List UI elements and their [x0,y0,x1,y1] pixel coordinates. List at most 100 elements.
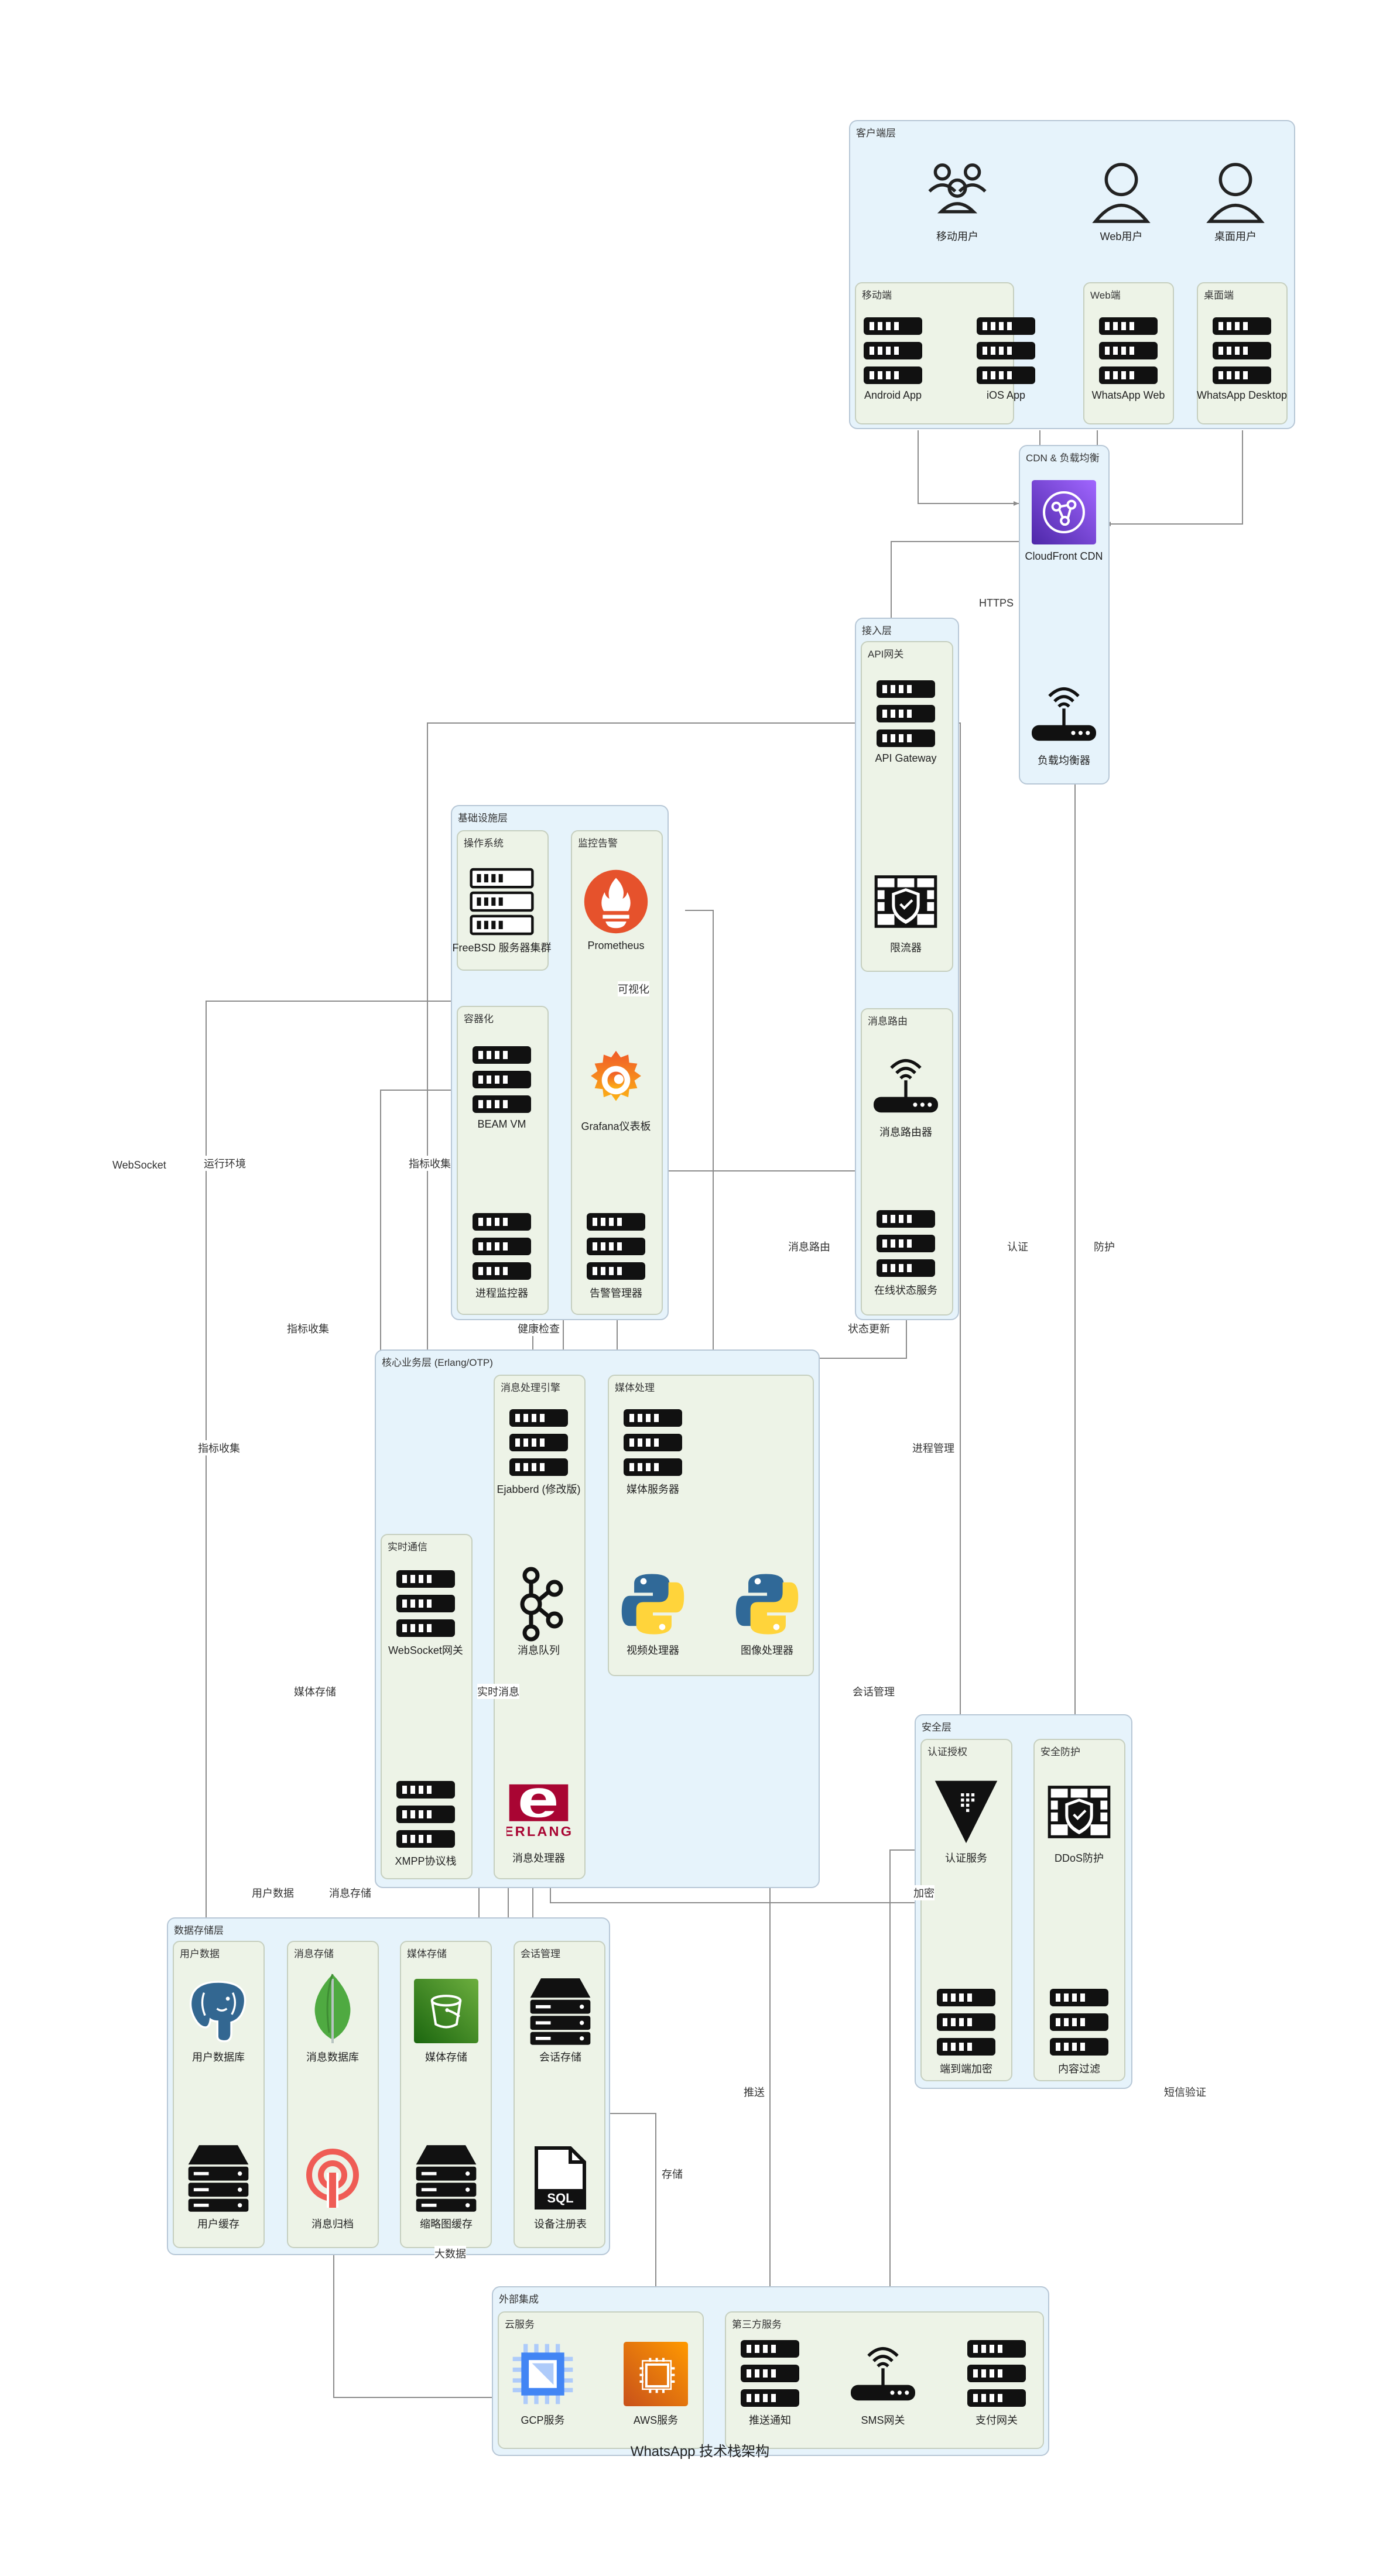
edge-archive-gcp [333,2213,504,2400]
node-label: 桌面用户 [1214,231,1257,242]
node-e2e: 端到端加密 [913,1989,1019,2076]
edge-label-encrypt: 加密 [913,1885,935,1900]
group-access-label: 接入层 [862,625,892,636]
group-msg-route-label: 消息路由 [868,1016,908,1027]
node-label: 推送通知 [749,2414,791,2426]
node-label: 消息队列 [518,1645,560,1656]
edge-label-storage: 存储 [662,2166,683,2181]
server-rack-icon [621,1409,685,1476]
node-label: 支付网关 [975,2414,1018,2426]
node-video-proc: 视频处理器 [600,1572,706,1657]
group-msg-store-label: 消息存储 [294,1948,334,1960]
node-beam: BEAM VM [449,1046,554,1131]
group-desktop-label: 桌面端 [1204,290,1234,301]
group-security-label: 安全层 [922,1722,951,1733]
group-media-store-label: 媒体存储 [407,1948,447,1960]
server-rack-icon [974,317,1038,384]
node-wa-desktop: WhatsApp Desktop [1189,317,1295,402]
edge-label-user-data: 用户数据 [252,1885,294,1900]
node-label: 视频处理器 [627,1645,679,1656]
server-rack-icon [470,1046,534,1113]
group-auth-label: 认证授权 [927,1746,967,1758]
edge-android-cdn [918,430,1019,506]
node-ddos: DDoS防护 [1026,1780,1132,1865]
node-grafana: Grafana仪表板 [563,1048,669,1133]
router-icon [1032,682,1096,746]
group-third-label: 第三方服务 [732,2319,782,2330]
aws-ec2-icon [624,2342,688,2406]
node-alert-mgr: 告警管理器 [563,1213,669,1300]
group-external-label: 外部集成 [499,2294,539,2305]
node-label: AWS服务 [633,2414,679,2426]
group-mobile-label: 移动端 [862,290,892,301]
server-rack-icon [1210,317,1274,384]
edge-wadesktop-cdn [1105,430,1243,526]
node-user-db: 用户数据库 [166,1979,271,2064]
node-label: 消息处理器 [512,1852,565,1864]
group-cdn-label: CDN & 负载均衡 [1026,453,1100,464]
node-label: DDoS防护 [1054,1852,1104,1864]
node-label: 消息归档 [312,2218,354,2230]
node-label: 消息数据库 [306,2051,359,2063]
node-msg-router: 消息路由器 [853,1054,959,1139]
node-label: Web用户 [1100,231,1143,242]
router-icon [851,2342,915,2406]
server-rack-icon [393,1781,458,1848]
edge-label-msg-storage: 消息存储 [329,1885,371,1900]
group-web-label: Web端 [1090,290,1121,301]
edge-label-process-mgmt: 进程管理 [912,1440,954,1455]
node-label: 缩略图缓存 [420,2218,473,2230]
node-label: GCP服务 [521,2414,565,2426]
svg-text:ERLANG: ERLANG [506,1824,571,1839]
group-session-mgmt-label: 会话管理 [521,1948,560,1960]
edge-label-runtime-env: 运行环境 [204,1156,246,1171]
node-label: 用户缓存 [197,2218,239,2230]
node-label: 端到端加密 [940,2063,992,2075]
storage-stack-icon [414,2145,478,2212]
node-android: Android App [840,317,946,402]
firewall-icon [874,869,938,934]
server-rack-icon [393,1570,458,1637]
node-label: CloudFront CDN [1025,550,1103,562]
node-ejabberd: Ejabberd (修改版) [486,1409,591,1496]
node-label: 设备注册表 [534,2218,587,2230]
group-web: Web端 [1083,282,1174,424]
node-device-reg: SQL 设备注册表 [508,2146,613,2231]
node-sms: SMS网关 [830,2342,936,2427]
node-lb: 负载均衡器 [1011,682,1117,768]
server-rack-icon [470,868,534,936]
node-label: BEAM VM [477,1118,526,1130]
server-rack-icon [584,1213,648,1280]
node-label: 负载均衡器 [1038,755,1090,766]
edge-label-status-update: 状态更新 [848,1321,890,1336]
user-icon [1089,158,1153,223]
server-rack-icon [874,1210,938,1277]
group-datastore-label: 数据存储层 [174,1925,224,1936]
node-session-store: 会话存储 [508,1978,613,2064]
grafana-icon [584,1048,648,1112]
edge-label-websocket: WebSocket [112,1159,166,1171]
node-label: 媒体存储 [425,2051,467,2063]
node-label: 进程监控器 [475,1287,528,1299]
node-label: 移动用户 [936,231,978,242]
edge-label-auth: 认证 [1007,1239,1028,1254]
group-os-label: 操作系统 [464,838,504,849]
node-thumb-cache: 缩略图缓存 [393,2145,499,2231]
server-rack-icon [506,1409,571,1476]
node-label: 告警管理器 [590,1287,642,1299]
vault-icon [934,1780,998,1844]
node-pay: 支付网关 [944,2340,1049,2427]
group-core-label: 核心业务层 (Erlang/OTP) [382,1357,493,1368]
edge-label-msg-routing: 消息路由 [788,1239,830,1254]
node-xmpp: XMPP协议栈 [373,1781,478,1868]
node-content-filter: 内容过滤 [1026,1989,1132,2076]
node-label: 消息路由器 [879,1126,932,1138]
node-label: WebSocket网关 [388,1645,463,1656]
svg-text:SQL: SQL [547,2191,573,2205]
node-media-storage: 媒体存储 [393,1979,499,2064]
edge-label-metrics-collect-1: 指标收集 [409,1156,451,1171]
node-wa-web: WhatsApp Web [1076,317,1181,402]
server-rack-icon [874,680,938,747]
node-msg-archive: 消息归档 [280,2146,385,2231]
edge-ws-core [427,721,867,1551]
